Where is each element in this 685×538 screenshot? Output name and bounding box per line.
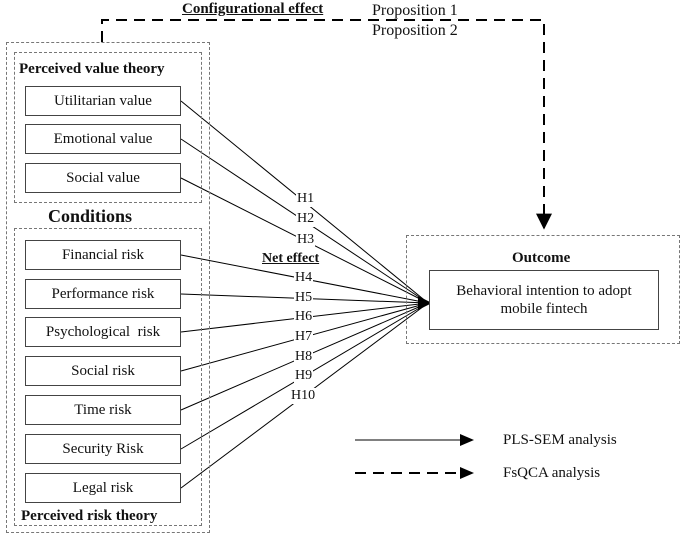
outcome-container bbox=[406, 235, 680, 344]
theory-container bbox=[6, 42, 210, 533]
hypothesis-label: H9 bbox=[294, 368, 314, 384]
perceived-value-theory-title: Perceived value theory bbox=[19, 61, 165, 77]
convergence-arrowhead bbox=[418, 296, 432, 310]
proposition-1: Proposition 1 bbox=[372, 2, 458, 19]
hypothesis-label: H10 bbox=[290, 388, 317, 404]
risk-item-financial: Financial risk bbox=[25, 240, 181, 270]
legend-dashed-arrowhead bbox=[460, 467, 474, 479]
configurational-effect-label: Configurational effect bbox=[182, 1, 324, 17]
outcome-title: Outcome bbox=[512, 250, 571, 266]
configurational-path bbox=[101, 19, 552, 230]
proposition-2: Proposition 2 bbox=[372, 22, 458, 39]
legend-solid-label: PLS-SEM analysis bbox=[503, 432, 617, 448]
hypothesis-label: H2 bbox=[296, 211, 316, 227]
legend-solid-arrowhead bbox=[460, 434, 474, 446]
hypothesis-label: H6 bbox=[294, 309, 314, 325]
perceived-risk-theory-title: Perceived risk theory bbox=[21, 508, 158, 524]
value-item-emotional: Emotional value bbox=[25, 124, 181, 154]
risk-item-social: Social risk bbox=[25, 356, 181, 386]
outcome-text-line2: mobile fintech bbox=[500, 301, 588, 317]
legend-dashed-label: FsQCA analysis bbox=[503, 465, 601, 481]
hypothesis-label: H3 bbox=[296, 232, 316, 248]
risk-item-legal: Legal risk bbox=[25, 473, 181, 503]
hypothesis-label: H5 bbox=[294, 290, 314, 306]
hypothesis-label: H4 bbox=[294, 270, 314, 286]
risk-item-psychological: Psychological risk bbox=[25, 317, 181, 347]
risk-item-security: Security Risk bbox=[25, 434, 181, 464]
value-item-utilitarian: Utilitarian value bbox=[25, 86, 181, 116]
hypothesis-label: H1 bbox=[296, 191, 316, 207]
value-group bbox=[14, 52, 202, 203]
outcome-box: Behavioral intention to adopt mobile fin… bbox=[429, 270, 659, 330]
risk-group bbox=[14, 228, 202, 526]
outcome-text-line1: Behavioral intention to adopt bbox=[456, 283, 632, 299]
risk-item-time: Time risk bbox=[25, 395, 181, 425]
conditions-title: Conditions bbox=[48, 206, 133, 226]
hypothesis-label: H8 bbox=[294, 349, 314, 365]
hypothesis-label: H7 bbox=[294, 329, 314, 345]
net-effect-label: Net effect bbox=[262, 251, 320, 266]
value-item-social: Social value bbox=[25, 163, 181, 193]
risk-item-performance: Performance risk bbox=[25, 279, 181, 309]
